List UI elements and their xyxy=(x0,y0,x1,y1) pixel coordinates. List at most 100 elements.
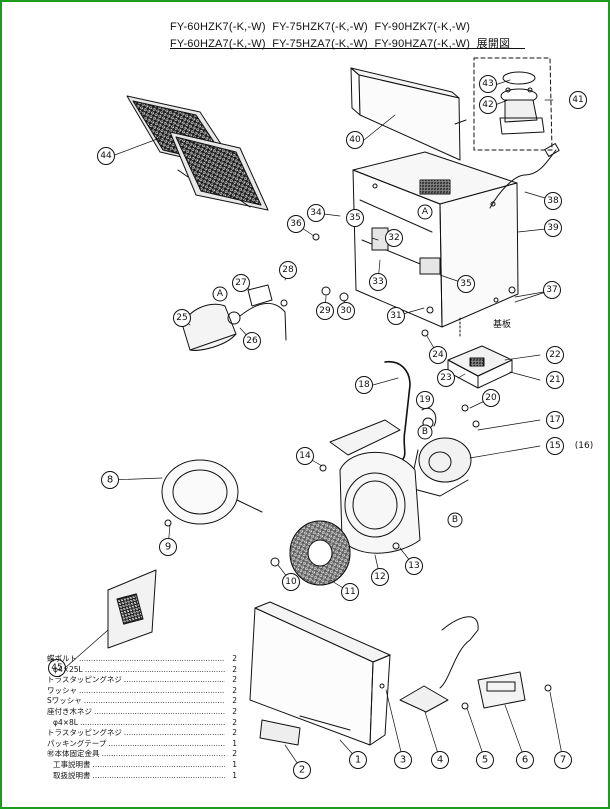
callout-45: 45 xyxy=(51,663,62,673)
parts-list-row: 蝶ボルト 2 xyxy=(47,654,237,665)
part-qty: 2 xyxy=(232,696,237,706)
callout-15: 15 xyxy=(549,441,560,451)
parts-list-row: 取扱説明書1 xyxy=(47,771,237,782)
label-kiban: 基板 xyxy=(493,318,511,330)
callout-40: 40 xyxy=(349,135,361,145)
callout-44: 44 xyxy=(100,151,112,161)
marker-b-motor: B xyxy=(422,427,428,437)
front-cover-panel-drawing xyxy=(350,67,467,161)
callout-27: 27 xyxy=(235,278,246,288)
orifice-ring-drawing xyxy=(161,459,263,525)
callout-7: 7 xyxy=(560,755,566,766)
part-qty: 2 xyxy=(232,664,237,674)
callout-18: 18 xyxy=(358,380,370,390)
callout-16: (16) xyxy=(575,441,593,451)
motor-bracket-drawing xyxy=(329,419,401,456)
model-line-2: FY-60HZA7(-K,-W) FY-75HZA7(-K,-W) FY-90H… xyxy=(170,35,510,51)
control-board-drawing xyxy=(447,317,513,389)
callout-2: 2 xyxy=(299,765,305,776)
callout-19: 19 xyxy=(419,395,431,405)
callout-22: 22 xyxy=(549,350,560,360)
callout-4: 4 xyxy=(437,755,443,766)
parts-list-row: φ4×8L2 xyxy=(47,718,237,729)
parts-list-row: ワッシャ 2 xyxy=(47,686,237,697)
accessory-parts-list: 蝶ボルト 2 φ4×25L 2 トラスタッピングネジ 2 ワッシャ 2 Sワッシャ 2 座… xyxy=(47,654,237,781)
marker-a-lamp: A xyxy=(217,289,224,299)
callout-37: 37 xyxy=(546,285,557,295)
callout-33: 33 xyxy=(372,277,383,287)
callout-20: 20 xyxy=(485,393,497,403)
callout-28: 28 xyxy=(282,265,294,275)
part-qty: 1 xyxy=(232,770,237,780)
part-qty: 1 xyxy=(232,738,237,748)
part-name: ワッシャ xyxy=(47,685,77,695)
main-housing-drawing xyxy=(352,143,560,328)
callout-1: 1 xyxy=(355,755,361,766)
part-name: ㊗本体固定金具 xyxy=(47,749,100,759)
model-line-1: FY-60HZK7(-K,-W) FY-75HZK7(-K,-W) FY-90H… xyxy=(170,21,470,33)
callout-12: 12 xyxy=(374,572,385,582)
marker-b-casing: B xyxy=(452,515,458,525)
callout-6: 6 xyxy=(522,755,528,766)
light-detail-box xyxy=(473,57,553,151)
callout-42: 42 xyxy=(482,100,493,110)
installation-template-drawing xyxy=(107,569,157,649)
motor-drawing xyxy=(409,407,472,497)
part-name: φ4×25L xyxy=(53,664,83,674)
diagram-title: 展開図 xyxy=(476,38,511,50)
part-name: 蝶ボルト xyxy=(47,654,77,663)
model-60hzk7: FY-60HZK7(-K,-W) xyxy=(170,21,266,33)
sirocco-fan-drawing xyxy=(289,520,351,586)
callout-8: 8 xyxy=(107,475,113,486)
part-qty: 2 xyxy=(232,675,237,685)
callout-29: 29 xyxy=(319,306,331,316)
wire-harness-drawing xyxy=(384,360,411,461)
marker-a-housing: A xyxy=(422,207,429,217)
parts-list-row: パッキングテープ1 xyxy=(47,739,237,750)
fan-casing-drawing xyxy=(339,451,421,554)
callout-31: 31 xyxy=(390,311,401,321)
callout-17: 17 xyxy=(549,415,560,425)
callout-3: 3 xyxy=(400,755,406,766)
part-name: 工事説明書 xyxy=(53,759,91,769)
parts-list-row: 工事説明書 1 xyxy=(47,760,237,771)
part-name: トラスタッピングネジ xyxy=(47,675,122,685)
callout-circles xyxy=(48,75,587,779)
model-75hza7: FY-75HZA7(-K,-W) xyxy=(272,38,368,50)
part-qty: 2 xyxy=(232,685,237,695)
callout-26: 26 xyxy=(246,336,258,346)
callout-39: 39 xyxy=(547,223,559,233)
callout-35-right: 35 xyxy=(460,279,471,289)
callout-23: 23 xyxy=(440,373,451,383)
part-name: トラスタッピングネジ xyxy=(47,728,122,738)
callout-30: 30 xyxy=(340,306,352,316)
callout-24: 24 xyxy=(432,350,444,360)
callout-35-top: 35 xyxy=(349,213,360,223)
callout-41: 41 xyxy=(572,95,583,105)
parts-list-row: トラスタッピングネジ2 xyxy=(47,728,237,739)
parts-list-row: ㊗本体固定金具 2 xyxy=(47,749,237,760)
callout-36: 36 xyxy=(290,219,302,229)
callout-5: 5 xyxy=(482,755,488,766)
callout-21: 21 xyxy=(549,375,560,385)
model-75hzk7: FY-75HZK7(-K,-W) xyxy=(272,21,368,33)
parts-list-row: トラスタッピングネジ 2 xyxy=(47,675,237,686)
callout-43: 43 xyxy=(482,79,493,89)
part-qty: 1 xyxy=(232,759,237,769)
callout-34: 34 xyxy=(310,208,322,218)
parts-list-row: φ4×25L 2 xyxy=(47,665,237,676)
part-name: Sワッシャ xyxy=(47,696,82,706)
header-underline xyxy=(170,48,525,49)
callout-14: 14 xyxy=(299,451,311,461)
part-qty: 2 xyxy=(232,654,237,663)
part-qty: 2 xyxy=(232,749,237,759)
callout-10: 10 xyxy=(285,577,297,587)
model-90hza7: FY-90HZA7(-K,-W) xyxy=(374,38,471,50)
callout-25: 25 xyxy=(176,313,187,323)
part-qty: 2 xyxy=(232,706,237,716)
lamp-assembly-drawing xyxy=(182,284,288,351)
part-name: 座付き木ネジ xyxy=(47,706,92,716)
parts-list-row: 座付き木ネジ 2 xyxy=(47,707,237,718)
